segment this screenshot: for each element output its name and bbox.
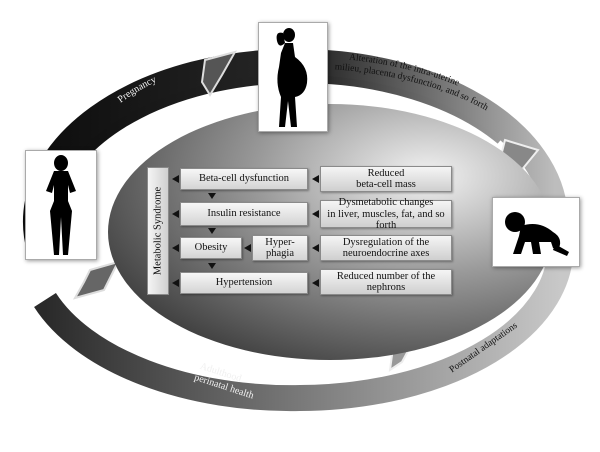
- left-arrow-icon: [312, 244, 319, 252]
- pregnant-woman-silhouette-icon: [276, 28, 308, 127]
- left-arrow-icon: [312, 279, 319, 287]
- down-arrow-icon: [208, 193, 216, 199]
- cycle-arrow-icon: [72, 260, 120, 300]
- left-arrow-icon: [172, 244, 179, 252]
- reduced-nephrons-line1: Reduced number of the: [336, 270, 436, 282]
- central-oval: [108, 104, 552, 360]
- metabolic-syndrome-label: Metabolic Syndrome: [147, 167, 169, 295]
- obesity-text: Obesity: [194, 242, 228, 254]
- left-arrow-icon: [312, 175, 319, 183]
- baby-crawling-silhouette-icon: [505, 212, 569, 256]
- dysmetabolic-line2: in liver, muscles, fat, and so forth: [327, 208, 445, 231]
- dysregulation-line2: neuroendocrine axes: [342, 248, 430, 259]
- left-arrow-icon: [172, 210, 179, 218]
- beta-cell-dysfunction-text: Beta-cell dysfunction: [198, 173, 290, 185]
- pregnant-woman-frame: [258, 22, 328, 132]
- metabolic-syndrome-text: Metabolic Syndrome: [152, 186, 164, 276]
- down-arrow-icon: [208, 228, 216, 234]
- cycle-ring-bottom-arc: [34, 238, 574, 412]
- dysregulation-line1: Dysregulation of the: [342, 236, 430, 248]
- cycle-arrow-icon: [200, 50, 238, 97]
- left-arrow-icon: [312, 210, 319, 218]
- baby-frame: [492, 197, 580, 267]
- down-arrow-icon: [208, 263, 216, 269]
- reduced-beta-cell-mass-line1: Reduced: [367, 167, 405, 179]
- adult-woman-silhouette-icon: [46, 155, 76, 255]
- hypertension-text: Hypertension: [215, 277, 273, 289]
- insulin-resistance-box: Insulin resistance: [180, 202, 308, 226]
- reduced-nephrons-line2: nephrons: [366, 282, 406, 293]
- hypertension-box: Hypertension: [180, 272, 308, 294]
- dysmetabolic-line1: Dysmetabolic changes: [338, 197, 434, 209]
- dysregulation-box: Dysregulation of the neuroendocrine axes: [320, 235, 452, 261]
- hyperphagia-box: Hyper- phagia: [252, 235, 308, 261]
- obesity-box: Obesity: [180, 237, 242, 259]
- reduced-beta-cell-mass-line2: beta-cell mass: [356, 179, 416, 190]
- hyperphagia-text-line2: phagia: [266, 248, 294, 259]
- left-arrow-icon: [172, 279, 179, 287]
- reduced-beta-cell-mass-box: Reduced beta-cell mass: [320, 166, 452, 192]
- insulin-resistance-text: Insulin resistance: [207, 208, 281, 220]
- hyperphagia-text-line1: Hyper-: [265, 236, 295, 248]
- adult-woman-frame: [25, 150, 97, 260]
- reduced-nephrons-box: Reduced number of the nephrons: [320, 269, 452, 295]
- left-arrow-icon: [172, 175, 179, 183]
- dysmetabolic-changes-box: Dysmetabolic changes in liver, muscles, …: [320, 197, 452, 231]
- beta-cell-dysfunction-box: Beta-cell dysfunction: [180, 168, 308, 190]
- left-arrow-icon: [244, 244, 251, 252]
